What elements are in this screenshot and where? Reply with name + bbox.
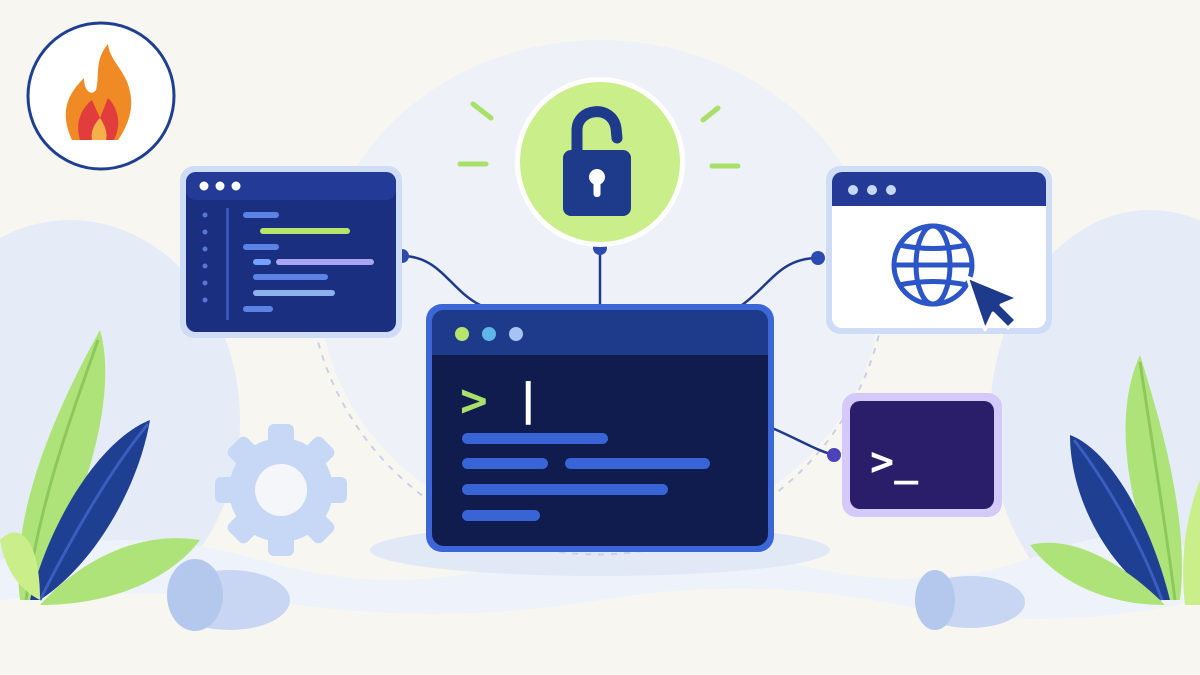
window-dot [215,181,225,191]
ground-front [0,588,1200,675]
window-dot [199,181,209,191]
connector-code-editor [401,254,481,307]
terminal-output-lines [462,433,710,521]
leaf [1183,480,1200,605]
brand-logo[interactable] [26,21,176,171]
leaf [40,538,200,605]
window-dot [455,327,469,341]
code-editor-titlebar [186,172,396,200]
connector-browser [741,256,819,307]
padlock-rays [457,101,741,169]
right-plants [1030,355,1200,605]
line-gutter [202,212,208,303]
main-terminal-window[interactable]: > | [426,304,774,552]
unlocked-padlock-icon [563,106,631,216]
connector-dot [827,448,841,462]
window-dot [231,181,241,191]
leaf [1030,542,1165,605]
mini-terminal-prompt: >_ [870,439,919,485]
window-dot [482,327,496,341]
window-dot [509,327,523,341]
code-editor-body [186,172,396,332]
left-plants [0,330,200,605]
cursor-arrow-icon [965,275,1020,332]
left-bush-small [167,559,223,631]
window-dot [848,185,858,195]
gutter-divider [226,208,229,320]
mini-terminal-window[interactable]: >_ [842,393,1002,517]
globe-icon [891,223,975,307]
security-badge[interactable] [457,77,741,247]
dashed-orbit-arc [314,329,881,556]
main-terminal-titlebar [432,310,768,355]
connector-dot [811,251,825,265]
mini-terminal-body [850,401,994,509]
browser-titlebar [832,172,1046,206]
terminal-prompt-glyph: > [460,373,488,427]
browser-window[interactable] [826,166,1052,334]
gear-icon [215,424,347,556]
leaf [0,532,40,600]
leaf [18,330,106,600]
code-lines [243,212,374,312]
right-bush-small [915,570,955,630]
terminal-cursor-glyph: | [515,374,542,425]
code-editor-window[interactable] [180,166,402,338]
window-dot [867,185,877,195]
flame-logo-icon [65,44,132,140]
window-dot [886,185,896,195]
